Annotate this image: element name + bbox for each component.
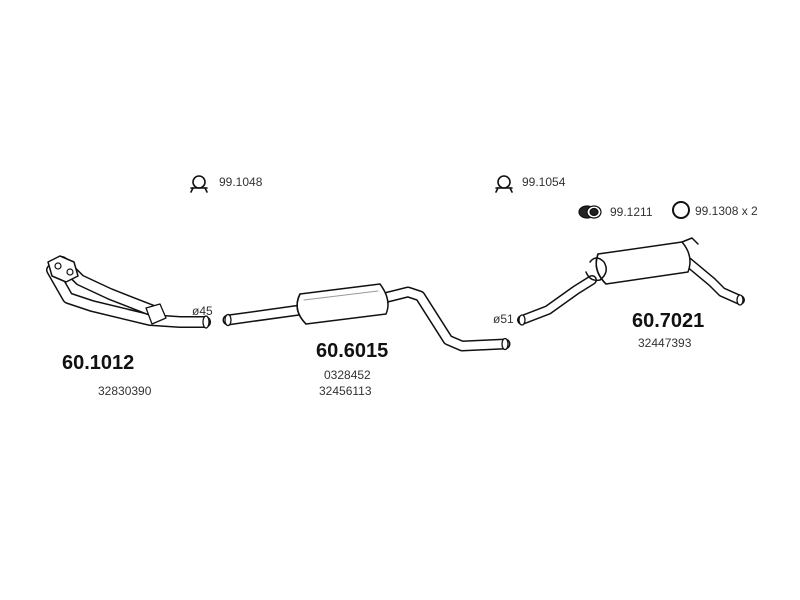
accessory-code: 99.1048 (219, 175, 263, 189)
diameter-label: ø51 (493, 312, 514, 326)
u-clamp-icon (190, 175, 208, 193)
part-number: 60.1012 (62, 352, 135, 374)
diameter-label: ø45 (192, 304, 213, 318)
u-clamp-icon (495, 175, 513, 193)
accessory-code: 99.1211 (610, 205, 653, 219)
front-pipe-drawing (46, 255, 211, 329)
part-reference: 32830390 (98, 384, 152, 398)
part-number: 60.6015 (316, 340, 389, 362)
middle-silencer-drawing (222, 283, 511, 352)
accessory-code: 99.1308 x 2 (695, 204, 758, 218)
rear-silencer-drawing (517, 237, 745, 326)
ring-icon (672, 201, 690, 219)
part-reference: 32456113 (319, 384, 372, 398)
part-number: 60.7021 (632, 310, 705, 332)
rubber-mount-icon (578, 205, 602, 219)
accessory-code: 99.1054 (522, 175, 566, 189)
part-reference: 32447393 (638, 336, 692, 350)
part-reference: 0328452 (324, 368, 371, 382)
